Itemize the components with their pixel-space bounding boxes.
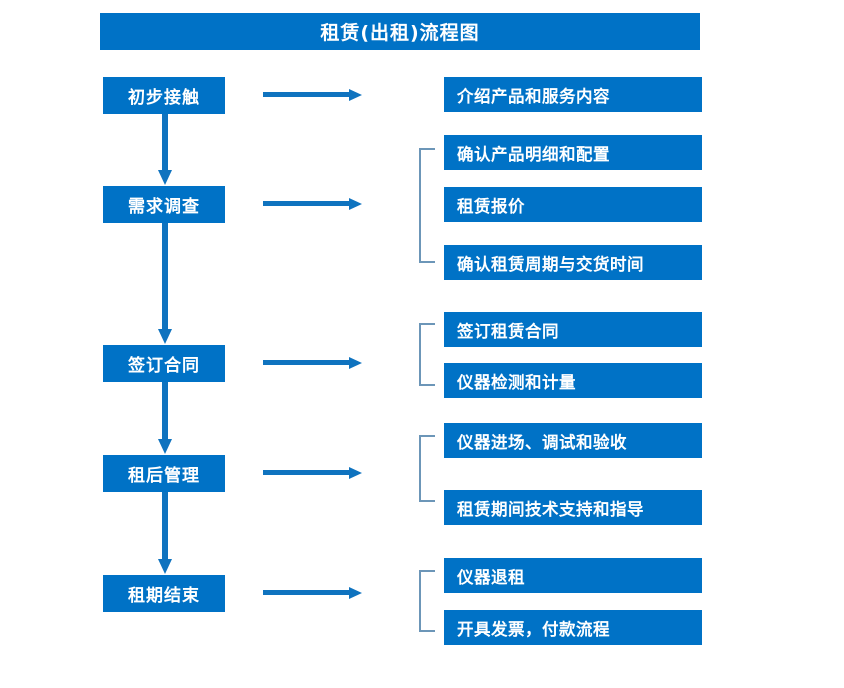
group-bracket-2 (418, 148, 436, 263)
flow-arrow-down-2 (155, 223, 175, 345)
arrow-to-details-5 (263, 586, 363, 600)
flow-arrow-down-4 (155, 492, 175, 575)
detail-box-3-1[interactable]: 签订租赁合同 (444, 312, 702, 347)
arrow-to-details-2 (263, 197, 363, 211)
flow-arrow-down-3 (155, 382, 175, 455)
detail-box-5-1[interactable]: 仪器退租 (444, 558, 702, 593)
flow-arrow-down-1 (155, 114, 175, 186)
stage-box-5[interactable]: 租期结束 (103, 575, 225, 612)
stage-box-1[interactable]: 初步接触 (103, 77, 225, 114)
diagram-title: 租赁(出租)流程图 (100, 13, 700, 50)
detail-box-3-2[interactable]: 仪器检测和计量 (444, 363, 702, 398)
detail-box-4-2[interactable]: 租赁期间技术支持和指导 (444, 490, 702, 525)
detail-box-2-2[interactable]: 租赁报价 (444, 187, 702, 222)
arrow-to-details-3 (263, 356, 363, 370)
group-bracket-5 (418, 570, 436, 632)
detail-box-2-3[interactable]: 确认租赁周期与交货时间 (444, 245, 702, 280)
arrow-to-details-1 (263, 88, 363, 102)
group-bracket-3 (418, 323, 436, 386)
stage-box-4[interactable]: 租后管理 (103, 455, 225, 492)
stage-box-3[interactable]: 签订合同 (103, 345, 225, 382)
detail-box-4-1[interactable]: 仪器进场、调试和验收 (444, 423, 702, 458)
group-bracket-4 (418, 435, 436, 502)
stage-box-2[interactable]: 需求调查 (103, 186, 225, 223)
detail-box-2-1[interactable]: 确认产品明细和配置 (444, 135, 702, 170)
arrow-to-details-4 (263, 466, 363, 480)
detail-box-5-2[interactable]: 开具发票，付款流程 (444, 610, 702, 645)
detail-box-1-1[interactable]: 介绍产品和服务内容 (444, 77, 702, 112)
